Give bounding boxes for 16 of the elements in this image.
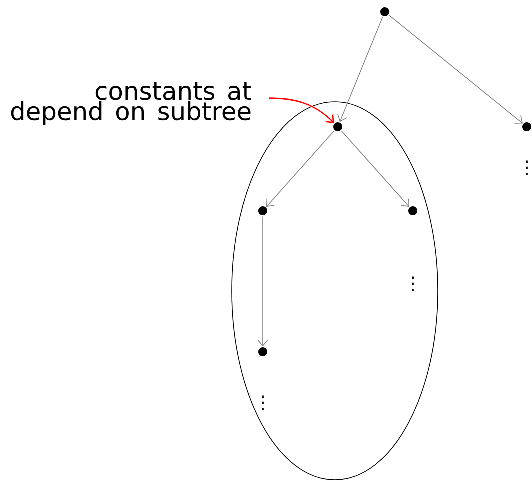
arrow [389, 15, 523, 124]
dot [408, 206, 418, 216]
vertical-ellipsis: ⋮ [412, 276, 414, 292]
dot [522, 122, 532, 132]
dot [334, 122, 342, 132]
vertical-ellipsis: ⋮ [526, 160, 528, 176]
vertical-ellipsis: ⋮ [262, 396, 264, 410]
arrow [258, 216, 268, 347]
dot [258, 348, 268, 356]
dot [380, 8, 390, 16]
curved-arrow [269, 98, 334, 124]
arrow [266, 130, 335, 208]
dot [258, 206, 268, 216]
annotation-text: constants at depend on subtree [11, 82, 252, 126]
arrow [337, 16, 384, 122]
arrow [341, 130, 410, 208]
